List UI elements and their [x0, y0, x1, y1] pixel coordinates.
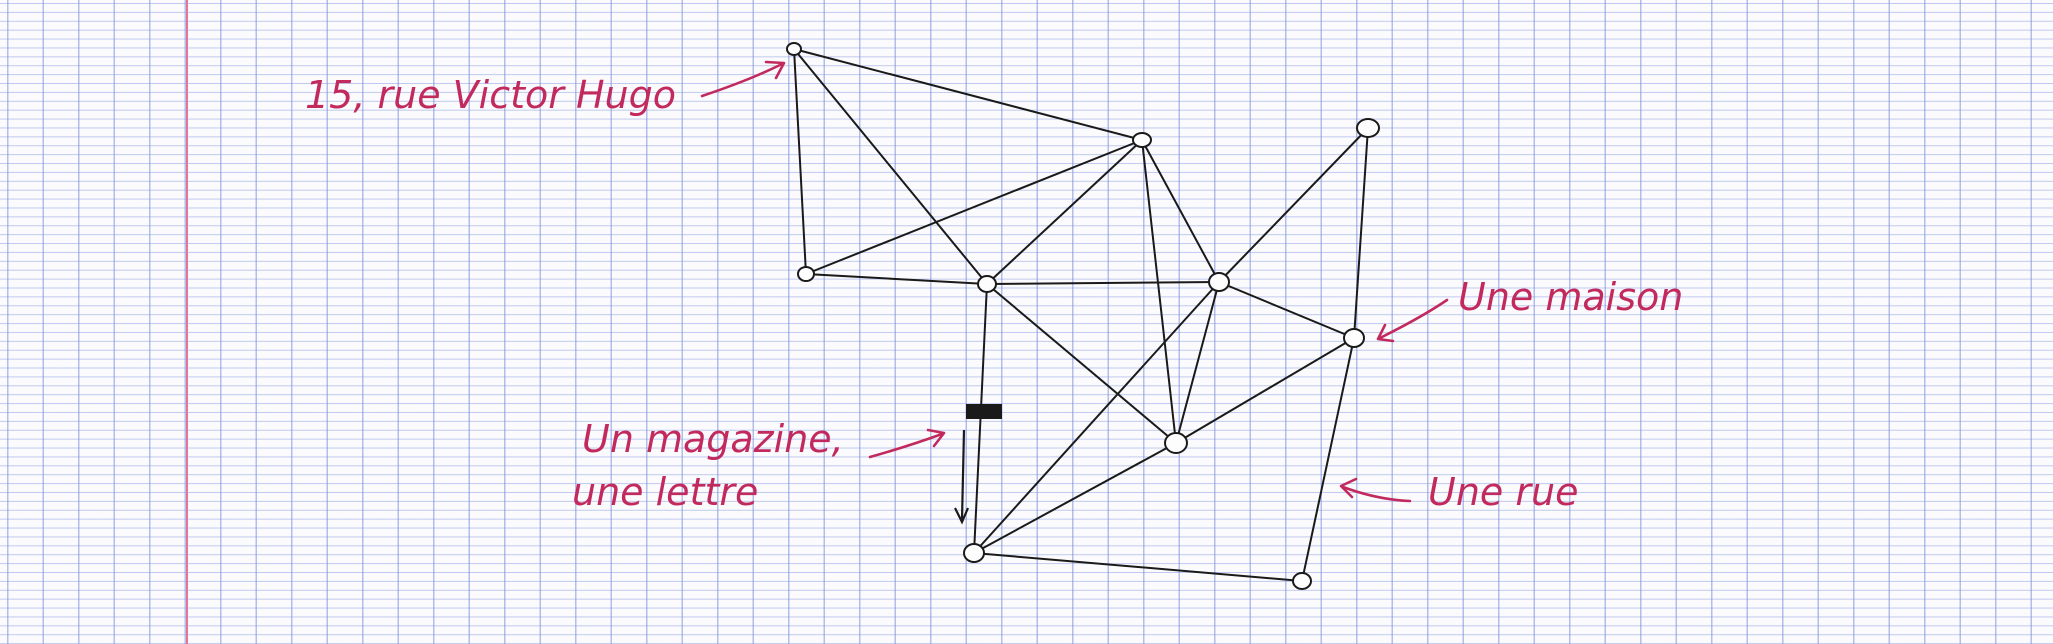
edge-n1-n3 — [793, 48, 807, 275]
node-n5 — [1356, 118, 1380, 138]
edge-n2-n3 — [805, 139, 1143, 275]
edge-n7-n8 — [973, 442, 1177, 554]
node-n1 — [786, 42, 802, 56]
message-label-line2: une lettre — [572, 470, 758, 514]
edge-n6-n9 — [1218, 281, 1355, 339]
address-arrow-shaft — [700, 62, 784, 98]
nodes — [786, 42, 1380, 590]
annotation-street: Une rue — [1339, 470, 1578, 514]
node-n10 — [1292, 572, 1312, 590]
edge-n5-n6 — [1218, 127, 1369, 283]
node-n8 — [963, 543, 985, 563]
edges — [793, 48, 1369, 582]
message-marker — [954, 404, 1002, 525]
message-arrow-head — [954, 507, 970, 525]
house-arrow-head — [1376, 323, 1395, 343]
annotation-message: Un magazine, une lettre — [572, 417, 946, 514]
street-label: Une rue — [1428, 470, 1578, 514]
street-arrow-shaft — [1341, 485, 1412, 503]
node-n6 — [1208, 272, 1230, 292]
node-n4 — [977, 275, 997, 293]
house-label: Une maison — [1458, 275, 1683, 319]
edge-n1-n2 — [793, 48, 1143, 141]
margin-line — [186, 0, 188, 644]
address-label: 15, rue Victor Hugo — [305, 73, 676, 117]
message-label-line1: Un magazine, — [582, 417, 844, 461]
edge-n3-n4 — [805, 273, 988, 285]
edge-n2-n6 — [1141, 139, 1220, 283]
edge-n6-n8 — [973, 281, 1220, 554]
edge-n8-n10 — [973, 552, 1303, 582]
house-arrow-shaft — [1378, 298, 1449, 340]
edge-n6-n7 — [1175, 281, 1220, 444]
node-n7 — [1164, 432, 1188, 454]
edge-n9-n10 — [1301, 337, 1355, 582]
node-n9 — [1343, 328, 1365, 348]
edge-n4-n7 — [986, 283, 1177, 444]
annotation-address: 15, rue Victor Hugo — [305, 60, 786, 117]
edge-n2-n7 — [1141, 139, 1177, 444]
message-arrow-shaft — [960, 429, 966, 521]
annotation-house: Une maison — [1376, 275, 1683, 343]
edge-n4-n6 — [986, 281, 1220, 285]
edge-n1-n4 — [793, 48, 988, 285]
message-block — [966, 404, 1002, 419]
message-annotation-arrow-shaft — [868, 432, 944, 459]
message-annotation-arrow-head — [926, 428, 946, 448]
node-n3 — [797, 266, 815, 282]
edge-n2-n4 — [986, 139, 1143, 285]
edge-n7-n9 — [1175, 337, 1355, 444]
node-n2 — [1132, 132, 1152, 148]
edge-n5-n9 — [1353, 127, 1369, 339]
street-arrow-head — [1339, 477, 1358, 499]
address-arrow-head — [764, 60, 786, 80]
